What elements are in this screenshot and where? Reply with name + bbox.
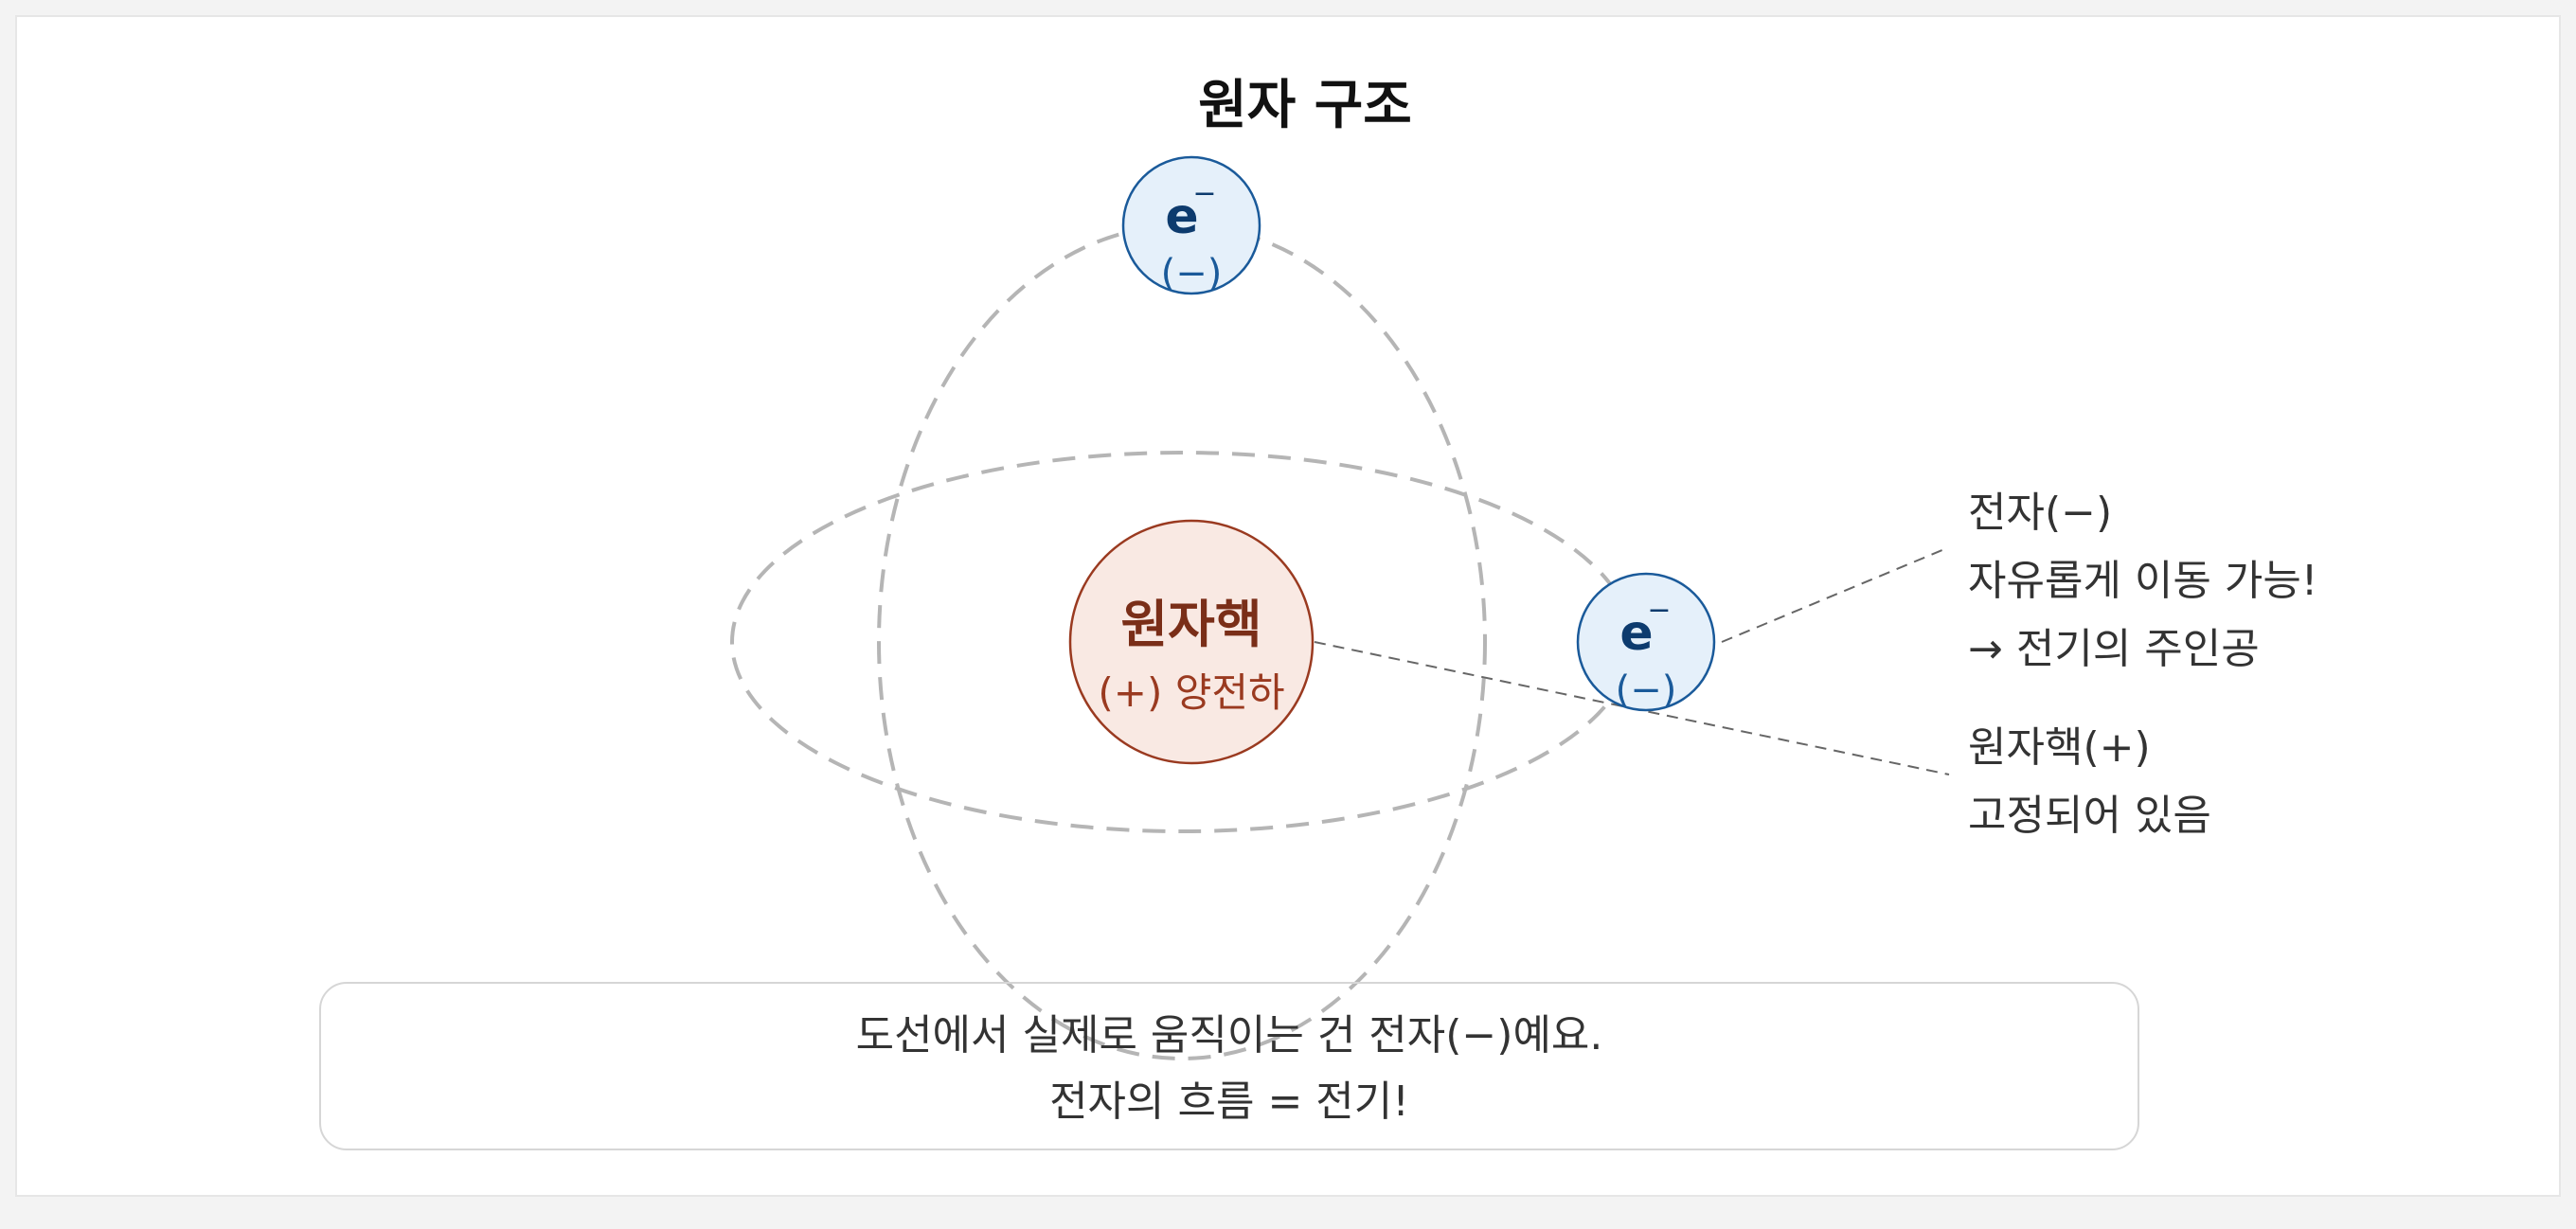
- electron-right-circle: [1576, 572, 1716, 712]
- electron-callout-line3: → 전기의 주인공: [1968, 625, 2260, 673]
- nucleus-callout-line1: 원자핵(+): [1968, 723, 2151, 772]
- electron-top-superscript: −: [1192, 177, 1216, 210]
- nucleus-circle: [1068, 519, 1315, 765]
- nucleus-charge: (+) 양전하: [1098, 669, 1284, 716]
- note-line2: 전자의 흐름 = 전기!: [1049, 1078, 1409, 1126]
- electron-top: e − (−): [1121, 155, 1261, 295]
- electron-right: e − (−): [1576, 572, 1716, 712]
- note-box: 도선에서 실제로 움직이는 건 전자(−)예요. 전자의 흐름 = 전기!: [319, 982, 2139, 1150]
- diagram-card: 원자 구조 원자핵 (+) 양전하 e − (−) e − (−) 전자(−) …: [15, 15, 2561, 1197]
- note-box-frame: [319, 982, 2139, 1150]
- electron-right-charge: (−): [1616, 668, 1677, 712]
- nucleus: 원자핵 (+) 양전하: [1068, 519, 1315, 765]
- electron-right-superscript: −: [1647, 594, 1671, 627]
- electron-callout-line1: 전자(−): [1968, 489, 2112, 537]
- nucleus-label: 원자핵: [1120, 595, 1261, 654]
- electron-callout: 전자(−) 자유롭게 이동 가능! → 전기의 주인공: [1968, 489, 2317, 673]
- atom-diagram: 원자 구조 원자핵 (+) 양전하 e − (−) e − (−) 전자(−) …: [319, 75, 2317, 1150]
- nucleus-callout: 원자핵(+) 고정되어 있음: [1968, 723, 2211, 840]
- nucleus-callout-line2: 고정되어 있음: [1968, 792, 2211, 840]
- electron-callout-line2: 자유롭게 이동 가능!: [1968, 557, 2317, 605]
- electron-leader-line: [1721, 546, 1950, 643]
- electron-top-circle: [1121, 155, 1261, 295]
- electron-top-charge: (−): [1161, 252, 1223, 295]
- electron-top-symbol: e: [1165, 188, 1198, 245]
- note-line1: 도선에서 실제로 움직이는 건 전자(−)예요.: [856, 1011, 1603, 1060]
- diagram-title: 원자 구조: [1198, 75, 1412, 136]
- electron-right-symbol: e: [1619, 605, 1653, 662]
